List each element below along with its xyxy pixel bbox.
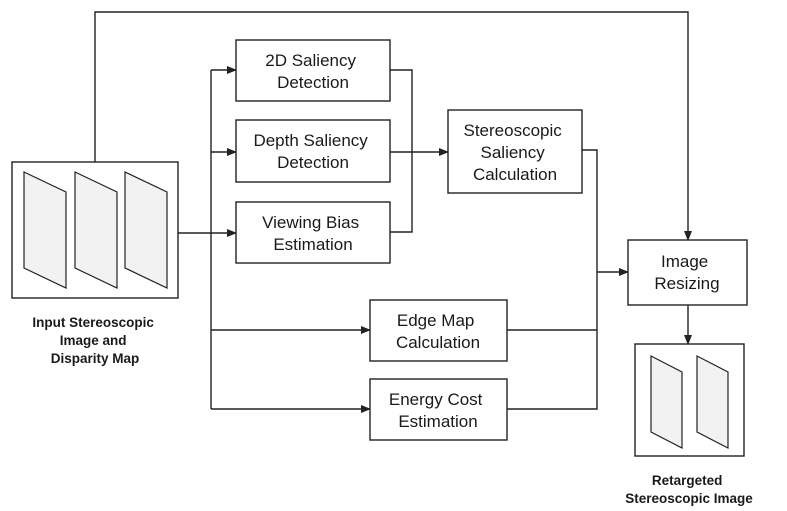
input-image bbox=[11, 161, 179, 299]
image-resizing-label-1: Image bbox=[661, 252, 708, 271]
output-image bbox=[634, 343, 745, 457]
svg-text:Stereoscopic Saliency: Stereoscopic Saliency Calculation bbox=[463, 121, 566, 184]
output-caption-line-2: Stereoscopic Image bbox=[625, 491, 753, 506]
input-caption-line-1: Input Stereoscopic bbox=[32, 315, 154, 330]
output-sheet-1 bbox=[650, 355, 683, 449]
image-sheet-2 bbox=[74, 171, 118, 289]
energy-cost-label-2: Estimation bbox=[398, 412, 477, 431]
edge-map-label-1: Edge Map bbox=[397, 311, 475, 330]
box-stereo-saliency: Stereoscopic Saliency Calculation bbox=[447, 109, 583, 194]
output-sheet-2 bbox=[696, 355, 729, 449]
svg-text:Viewing Bias Estimation: Viewing Bias Estimation bbox=[262, 213, 364, 254]
box-2d-saliency: 2D Saliency Detection bbox=[235, 39, 391, 102]
input-caption-line-3: Disparity Map bbox=[51, 351, 140, 366]
input-caption-line-2: Image and bbox=[60, 333, 127, 348]
viewing-bias-label-1: Viewing Bias bbox=[262, 213, 359, 232]
saliency-merge-line bbox=[390, 69, 413, 233]
2d-saliency-label-1: 2D Saliency bbox=[265, 51, 356, 70]
energy-cost-label-1: Energy Cost bbox=[389, 390, 483, 409]
output-caption: Retargeted Stereoscopic Image bbox=[625, 473, 753, 506]
svg-text:Depth Saliency Detection: Depth Saliency Detection bbox=[253, 131, 372, 172]
svg-text:Image Resizing: Image Resizing bbox=[654, 252, 719, 293]
svg-text:2D Saliency Detection: 2D Saliency Detection bbox=[265, 51, 360, 92]
stereo-saliency-label-3: Calculation bbox=[473, 165, 557, 184]
input-caption: Input Stereoscopic Image and Disparity M… bbox=[32, 315, 157, 366]
box-depth-saliency: Depth Saliency Detection bbox=[235, 119, 391, 183]
depth-saliency-label-1: Depth Saliency bbox=[253, 131, 368, 150]
box-edge-map: Edge Map Calculation bbox=[369, 299, 508, 362]
box-viewing-bias: Viewing Bias Estimation bbox=[235, 201, 391, 264]
output-bus-line bbox=[507, 149, 598, 410]
edge-map-label-2: Calculation bbox=[396, 333, 480, 352]
stereo-saliency-label-1: Stereoscopic bbox=[463, 121, 562, 140]
image-sheet-1 bbox=[23, 171, 67, 289]
viewing-bias-label-2: Estimation bbox=[273, 235, 352, 254]
svg-text:Edge Map Calculation: Edge Map Calculation bbox=[396, 311, 480, 352]
box-energy-cost: Energy Cost Estimation bbox=[369, 378, 508, 441]
box-image-resizing: Image Resizing bbox=[627, 239, 748, 306]
output-caption-line-1: Retargeted bbox=[652, 473, 723, 488]
svg-text:Energy Cost Estimation: Energy Cost Estimation bbox=[389, 390, 487, 431]
2d-saliency-label-2: Detection bbox=[277, 73, 349, 92]
bypass-arrow bbox=[94, 11, 692, 241]
image-sheet-3 bbox=[124, 171, 168, 289]
image-resizing-label-2: Resizing bbox=[654, 274, 719, 293]
stereo-saliency-label-2: Saliency bbox=[481, 143, 546, 162]
connectors bbox=[94, 11, 692, 413]
depth-saliency-label-2: Detection bbox=[277, 153, 349, 172]
